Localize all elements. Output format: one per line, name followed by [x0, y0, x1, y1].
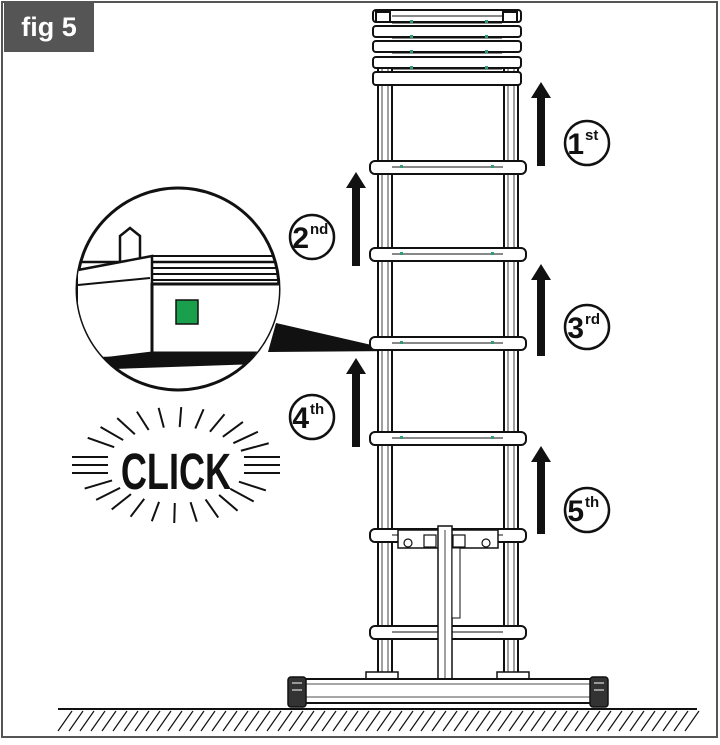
step-badge	[288, 213, 336, 261]
step-suffix: rd	[585, 311, 600, 328]
burst-ray	[240, 442, 269, 452]
ladder-mark	[410, 35, 488, 38]
burst-ray	[136, 411, 150, 431]
up-arrow-icon	[352, 372, 360, 447]
ladder-mark	[410, 50, 488, 53]
step-number: 5	[567, 495, 584, 528]
burst-ray	[87, 436, 115, 449]
burst-ray	[100, 426, 124, 441]
burst-ray	[173, 502, 176, 524]
ladder-mark	[410, 66, 488, 69]
step-suffix: st	[585, 127, 598, 144]
ladder-rung	[369, 247, 527, 262]
step-badge	[563, 486, 611, 534]
figure-label: fig 5	[4, 2, 94, 52]
up-arrow-icon	[352, 186, 360, 266]
burst-ray	[194, 408, 205, 429]
burst-ray	[222, 421, 244, 438]
step-number: 4	[292, 402, 309, 435]
burst-ray	[129, 498, 146, 518]
ladder-rung	[369, 160, 527, 175]
burst-ray	[178, 407, 183, 428]
ladder-rung	[369, 336, 527, 351]
step-suffix: nd	[310, 221, 328, 238]
burst-ray	[232, 430, 259, 445]
step-number: 1	[567, 128, 584, 161]
up-arrow-icon	[537, 278, 545, 356]
burst-ray	[157, 407, 165, 428]
burst-ray	[84, 479, 113, 490]
burst-ray	[189, 501, 198, 523]
ladder-mark	[410, 20, 488, 23]
step-badge	[563, 119, 611, 167]
arrow-head-icon	[346, 172, 366, 188]
click-burst	[72, 407, 280, 524]
burst-ray	[229, 488, 255, 503]
burst-ray	[218, 494, 239, 512]
burst-ray	[116, 417, 136, 435]
step-badge	[563, 303, 611, 351]
arrow-head-icon	[531, 264, 551, 280]
telescopic-ladder	[287, 9, 609, 708]
lock-indicator	[175, 299, 199, 325]
zoom-detail	[75, 186, 281, 392]
burst-ray	[150, 501, 161, 522]
step-number: 2	[292, 222, 309, 255]
up-arrow-icon	[537, 460, 545, 534]
up-arrow-icon	[537, 96, 545, 166]
zoom-connector	[268, 323, 398, 352]
click-word: CLICK	[121, 444, 231, 500]
step-badge	[288, 393, 336, 441]
burst-ray	[111, 493, 132, 511]
step-suffix: th	[585, 494, 599, 511]
step-number: 3	[567, 312, 584, 345]
burst-ray	[238, 480, 267, 492]
burst-ray	[95, 486, 121, 501]
ground	[57, 708, 700, 732]
arrow-head-icon	[531, 446, 551, 462]
step-suffix: th	[310, 401, 324, 418]
burst-ray	[209, 413, 226, 433]
burst-ray	[204, 498, 220, 519]
ladder-rung	[369, 431, 527, 446]
arrow-head-icon	[531, 82, 551, 98]
arrow-head-icon	[346, 358, 366, 374]
